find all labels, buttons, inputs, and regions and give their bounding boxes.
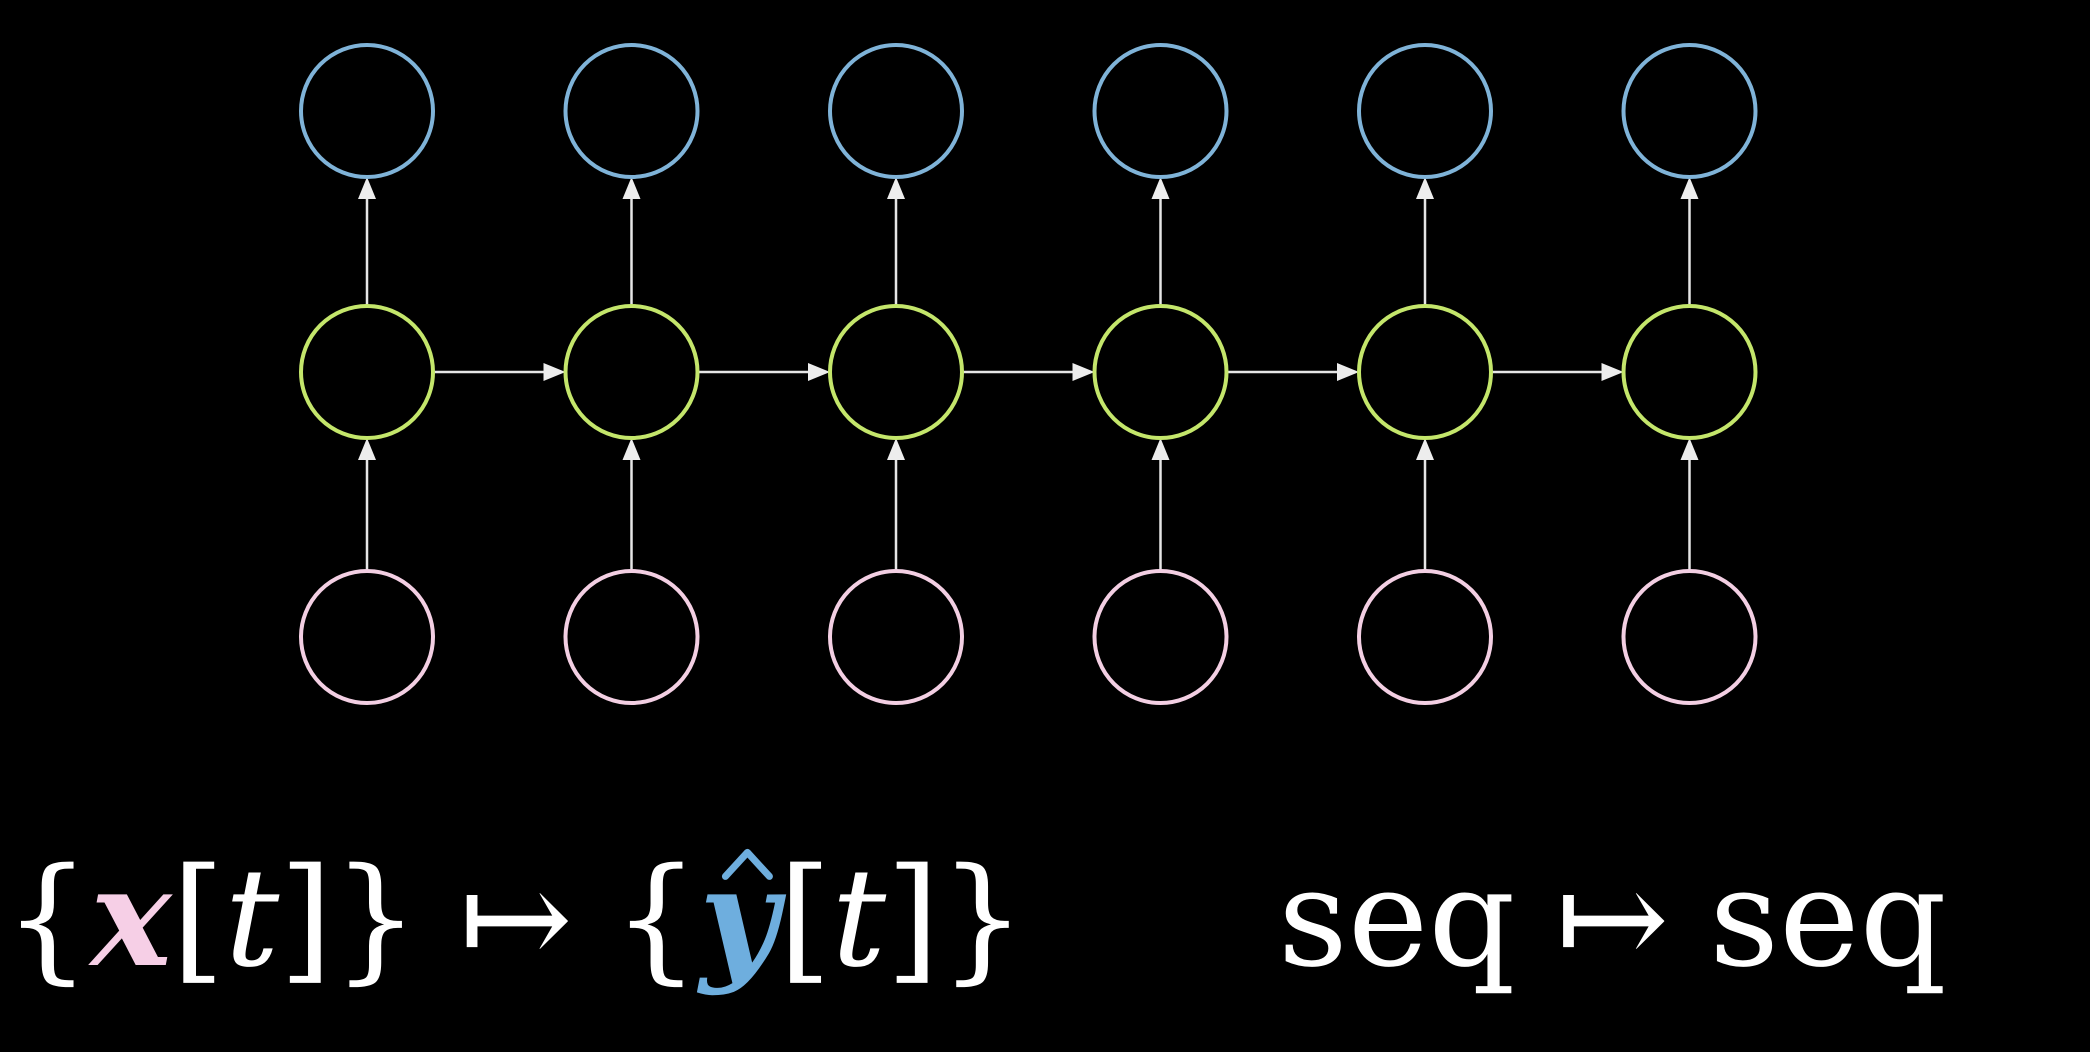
hidden-to-output-arrow-2	[622, 177, 641, 306]
hat-accent	[721, 848, 773, 880]
input-node-5	[1357, 569, 1493, 705]
close-brace: }	[332, 840, 419, 998]
edges-layer	[358, 177, 1699, 571]
nodes-layer	[299, 43, 1758, 705]
recurrent-arrow-1	[433, 363, 566, 381]
open-brace: {	[613, 840, 700, 998]
input-to-hidden-arrow-3-head	[887, 438, 905, 460]
output-node-5	[1357, 43, 1493, 179]
recurrent-arrow-3	[962, 363, 1095, 381]
input-to-hidden-arrow-6	[1680, 438, 1699, 571]
t-symbol: t	[225, 840, 280, 998]
x-symbol: x	[88, 838, 174, 998]
caption: seq ↦ seq	[1278, 840, 1947, 998]
hidden-to-output-arrow-5	[1416, 177, 1434, 306]
close-brace: }	[939, 840, 1026, 998]
input-to-hidden-arrow-4	[1151, 438, 1170, 571]
hidden-to-output-arrow-1-head	[358, 177, 376, 199]
hidden-to-output-arrow-6	[1680, 177, 1699, 306]
input-to-hidden-arrow-2	[622, 438, 641, 571]
hidden-to-output-arrow-2-head	[622, 177, 641, 199]
hidden-to-output-arrow-5-head	[1416, 177, 1434, 199]
recurrent-arrow-4	[1226, 363, 1359, 381]
hidden-node-4	[1092, 304, 1229, 440]
bracket-open: [	[778, 840, 831, 998]
input-node-3	[828, 569, 964, 705]
input-node-2	[563, 569, 700, 705]
hidden-to-output-arrow-3	[887, 177, 905, 306]
output-node-6	[1621, 43, 1758, 179]
hidden-to-output-arrow-4	[1151, 177, 1170, 306]
output-node-2	[563, 43, 700, 179]
caption-arrow: ↦	[1555, 840, 1669, 998]
bracket-open: [	[172, 840, 225, 998]
bracket-close: ]	[886, 840, 939, 998]
input-to-hidden-arrow-1-head	[358, 438, 376, 460]
input-to-hidden-arrow-4-head	[1151, 438, 1170, 460]
input-to-hidden-arrow-2-head	[622, 438, 641, 460]
input-node-4	[1092, 569, 1229, 705]
input-to-hidden-arrow-5-head	[1416, 438, 1434, 460]
recurrent-arrow-2	[697, 363, 830, 381]
output-node-4	[1092, 43, 1229, 179]
input-to-hidden-arrow-5	[1416, 438, 1434, 571]
recurrent-arrow-4-head	[1337, 363, 1359, 381]
maps-to-arrow: ↦	[459, 840, 573, 998]
hidden-to-output-arrow-3-head	[887, 177, 905, 199]
recurrent-arrow-5	[1491, 363, 1624, 381]
input-node-1	[299, 569, 435, 705]
input-node-6	[1621, 569, 1758, 705]
hidden-node-6	[1621, 304, 1758, 440]
input-to-hidden-arrow-1	[358, 438, 376, 571]
input-to-hidden-arrow-3	[887, 438, 905, 571]
hidden-to-output-arrow-1	[358, 177, 376, 306]
input-to-hidden-arrow-6-head	[1680, 438, 1699, 460]
formula: {x[t]}↦{y[t]}	[4, 838, 1026, 998]
recurrent-arrow-3-head	[1072, 363, 1095, 381]
y-hat-symbol: y	[696, 838, 786, 998]
hidden-node-3	[828, 304, 964, 440]
hidden-to-output-arrow-6-head	[1680, 177, 1699, 199]
bracket-close: ]	[279, 840, 332, 998]
recurrent-arrow-2-head	[808, 363, 830, 381]
recurrent-arrow-5-head	[1601, 363, 1624, 381]
hidden-node-2	[563, 304, 700, 440]
caption-right: seq	[1709, 840, 1946, 998]
output-node-3	[828, 43, 964, 179]
open-brace: {	[4, 840, 91, 998]
t-symbol: t	[832, 840, 887, 998]
hidden-to-output-arrow-4-head	[1151, 177, 1170, 199]
output-node-1	[299, 43, 435, 179]
caption-left: seq	[1278, 840, 1515, 998]
recurrent-arrow-1-head	[543, 363, 566, 381]
hidden-node-5	[1357, 304, 1493, 440]
hidden-node-1	[299, 304, 435, 440]
